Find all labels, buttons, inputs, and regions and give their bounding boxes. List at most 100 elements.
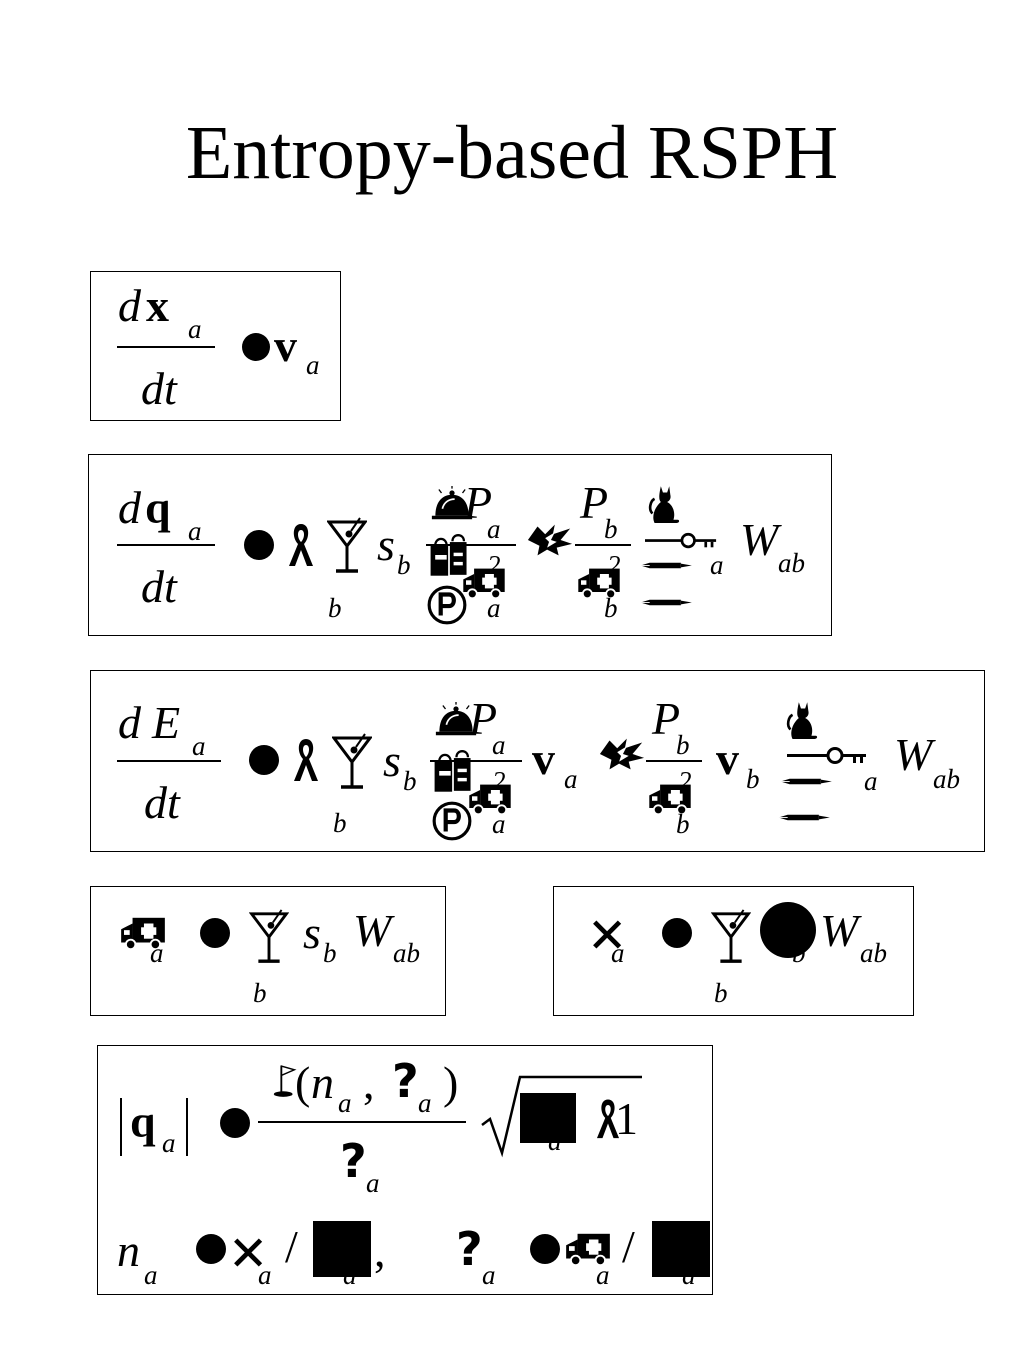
cat-icon xyxy=(786,698,818,740)
sqrt-sign xyxy=(481,1075,642,1158)
eq6-comma: , xyxy=(363,1057,375,1108)
eq2-P: P xyxy=(464,477,493,528)
ambulance-icon xyxy=(466,781,514,817)
eq1-fraction-bar xyxy=(117,346,215,348)
eq1-x: x xyxy=(146,280,169,331)
eq2-fraction-bar-a xyxy=(426,544,516,546)
eq1-dt: dt xyxy=(141,363,177,414)
eq2-q-sub: a xyxy=(188,516,202,546)
eq5-sum-index: b xyxy=(714,978,728,1008)
equation-box-velocity xyxy=(90,271,341,421)
ribbon-icon xyxy=(291,733,321,783)
cat-icon xyxy=(648,482,680,524)
eq6-comma2: , xyxy=(374,1225,386,1276)
eq2-dt: dt xyxy=(141,561,177,612)
eq6-slash: / xyxy=(285,1221,298,1272)
pen-icon xyxy=(640,597,696,608)
key-icon xyxy=(642,532,720,550)
key-icon xyxy=(782,746,872,766)
equation-box-flux xyxy=(97,1045,713,1295)
eq6-qm-sub: a xyxy=(418,1088,432,1118)
eq3-P: P xyxy=(469,693,498,744)
eq1-v-sub: a xyxy=(306,350,320,380)
eq5-W-sub: ab xyxy=(860,938,887,968)
dot-icon xyxy=(662,918,692,948)
eq3-fraction-bar-a xyxy=(430,760,522,762)
eq6-n: n xyxy=(311,1057,334,1108)
eq3-P2-sub: b xyxy=(676,730,690,760)
eq3-den-sub-b: b xyxy=(676,809,690,839)
eq6-n2-sub: a xyxy=(144,1260,158,1290)
lightning-icon xyxy=(526,522,574,558)
eq3-s-sub: b xyxy=(403,766,417,796)
martini-icon xyxy=(249,908,289,966)
eq3-dt: dt xyxy=(144,777,180,828)
eq6-slash2: / xyxy=(622,1221,635,1272)
dot-icon xyxy=(249,745,279,775)
eq5-lhs-sub: a xyxy=(611,938,625,968)
close-icon: ✕ xyxy=(587,908,628,964)
eq3-E: E xyxy=(152,697,181,748)
question-icon: ? xyxy=(392,1054,419,1108)
pen-icon xyxy=(640,560,696,571)
ribbon-icon xyxy=(286,518,316,568)
eq3-v-sub: a xyxy=(564,764,578,794)
eq3-W-sub: ab xyxy=(933,764,960,794)
question-icon: ? xyxy=(456,1222,483,1276)
parking-icon xyxy=(426,584,468,626)
eq2-P-sub: a xyxy=(487,514,501,544)
dot-icon xyxy=(530,1234,560,1264)
eq6-qm2-sub: a xyxy=(366,1168,380,1198)
pen-icon xyxy=(780,776,836,787)
eq3-v: v xyxy=(532,733,555,784)
eq6-amb-sub: a xyxy=(596,1260,610,1290)
eq1-d: d xyxy=(118,280,141,331)
eq3-v2: v xyxy=(716,733,739,784)
lightning-icon xyxy=(598,736,646,772)
eq5-W: W xyxy=(820,905,859,956)
eq6-rparen: ) xyxy=(443,1057,459,1108)
equation-box-sum xyxy=(553,886,914,1016)
eq1-x-sub: a xyxy=(188,314,202,344)
dot-icon xyxy=(196,1234,226,1264)
eq6-sq1-sub: a xyxy=(343,1260,357,1290)
eq2-P2: P xyxy=(580,477,609,528)
abs-bar-left xyxy=(120,1098,122,1156)
equation-box-density xyxy=(90,886,446,1016)
martini-icon xyxy=(332,732,372,792)
eq6-sq2-sub: a xyxy=(682,1260,696,1290)
dot-icon xyxy=(244,530,274,560)
abs-bar-right xyxy=(186,1098,188,1156)
dot-icon xyxy=(242,333,270,361)
eq6-x-sub: a xyxy=(258,1260,272,1290)
eq3-sum-index: b xyxy=(333,808,347,838)
eq4-sum-index: b xyxy=(253,978,267,1008)
eq3-E-sub: a xyxy=(192,731,206,761)
eq6-one: 1 xyxy=(615,1093,638,1144)
eq2-gradient-sub: a xyxy=(710,550,724,580)
equation-box-energy xyxy=(90,670,985,852)
eq2-den-sub-a: a xyxy=(487,593,501,623)
eq2-W-sub: ab xyxy=(778,548,805,578)
eq2-d: d xyxy=(118,482,141,533)
eq3-P-sub: a xyxy=(492,730,506,760)
eq3-s: s xyxy=(383,735,401,786)
martini-icon xyxy=(327,516,367,576)
eq3-fraction-bar xyxy=(117,760,221,762)
eq3-den-sub-a: a xyxy=(492,809,506,839)
eq2-s-sub: b xyxy=(397,550,411,580)
eq3-gradient-sub: a xyxy=(864,766,878,796)
eq2-den-sub-b: b xyxy=(604,593,618,623)
eq3-fraction-bar-b xyxy=(646,760,702,762)
parking-icon xyxy=(431,800,473,842)
eq2-s: s xyxy=(377,519,395,570)
eq6-q-sub: a xyxy=(162,1128,176,1158)
equation-box-momentum xyxy=(88,454,832,636)
eq3-W: W xyxy=(894,729,933,780)
martini-icon xyxy=(711,908,751,966)
eq4-s: s xyxy=(303,907,321,958)
square-icon xyxy=(520,1093,576,1143)
pen-icon xyxy=(778,812,834,823)
dot-icon xyxy=(760,902,816,958)
eq2-sum-index: b xyxy=(328,593,342,623)
